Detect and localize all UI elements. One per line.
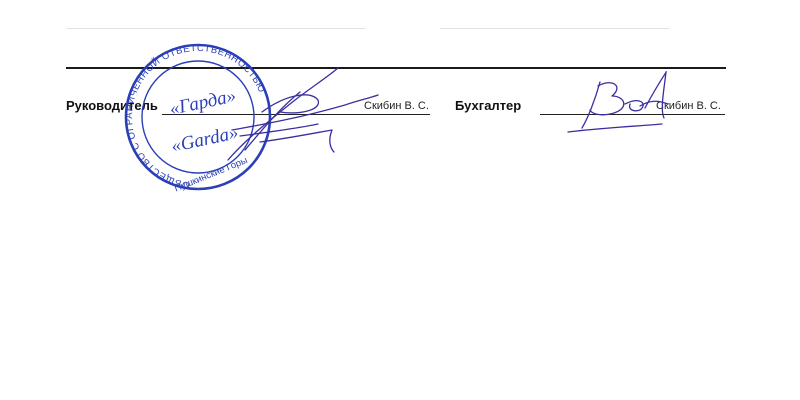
company-seal: ОБЩЕСТВО С ОГРАНИЧЕННОЙ ОТВЕТСТВЕННОСТЬЮ… <box>124 43 272 194</box>
svg-text:ОБЩЕСТВО С ОГРАНИЧЕННОЙ ОТВЕТС: ОБЩЕСТВО С ОГРАНИЧЕННОЙ ОТВЕТСТВЕННОСТЬЮ <box>124 43 267 191</box>
accountant-signature <box>567 71 669 133</box>
faint-top-rule-right <box>440 28 670 29</box>
accountant-signature-line <box>540 114 725 115</box>
seal-name-ru: «Гарда» <box>168 85 238 120</box>
section-divider <box>66 67 726 69</box>
seal-ring-text: ОБЩЕСТВО С ОГРАНИЧЕННОЙ ОТВЕТСТВЕННОСТЬЮ <box>124 43 267 191</box>
faint-top-rule-left <box>66 28 366 29</box>
accountant-name: Скибин В. С. <box>656 100 721 112</box>
director-signature <box>227 67 379 161</box>
director-label: Руководитель <box>66 98 158 113</box>
director-name: Скибин В. С. <box>364 100 429 112</box>
accountant-label: Бухгалтер <box>455 98 522 113</box>
seal-name-en: «Garda» <box>169 122 240 157</box>
director-signature-line <box>162 114 430 115</box>
